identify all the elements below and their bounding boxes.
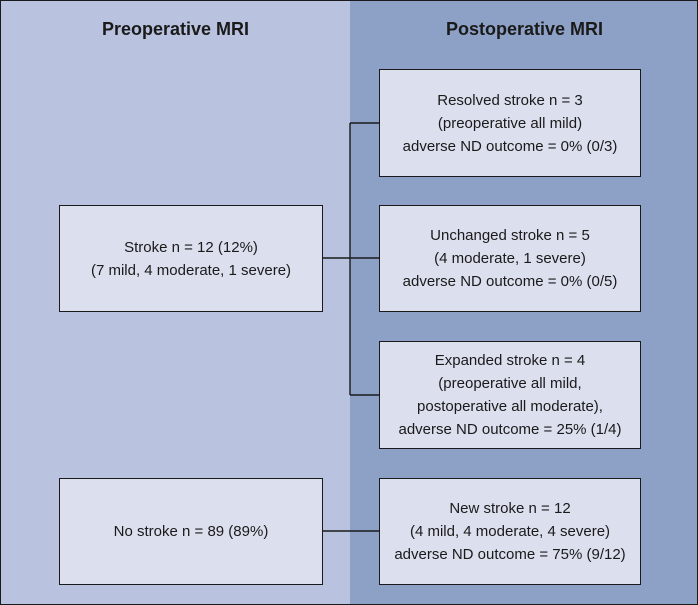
no-stroke-line-1: No stroke n = 89 (89%) [113,523,269,540]
stroke-line-1: Stroke n = 12 (12%) [124,238,258,256]
new-line-3: adverse ND outcome = 75% (9/12) [394,546,626,563]
resolved-line-3: adverse ND outcome = 0% (0/3) [402,137,618,155]
unchanged-line-1: Unchanged stroke n = 5 [430,227,590,244]
expanded-line-4: adverse ND outcome = 25% (1/4) [398,421,622,438]
expanded-line-1: Expanded stroke n = 4 [434,352,586,369]
expanded-line-2: (preoperative all mild, [438,375,582,392]
unchanged-stroke-box: Unchanged stroke n = 5 (4 moderate, 1 se… [379,205,641,312]
resolved-line-1: Resolved stroke n = 3 [437,91,583,109]
expanded-stroke-box: Expanded stroke n = 4 (preoperative all … [379,341,641,449]
no-stroke-box: No stroke n = 89 (89%) [59,478,323,585]
stroke-box: Stroke n = 12 (12%) (7 mild, 4 moderate,… [59,205,323,312]
expanded-line-3: postoperative all moderate), [417,398,603,415]
stroke-line-2: (7 mild, 4 moderate, 1 severe) [90,261,292,279]
postoperative-title: Postoperative MRI [445,19,604,39]
preoperative-title: Preoperative MRI [101,19,250,39]
resolved-stroke-box: Resolved stroke n = 3 (preoperative all … [379,69,641,177]
unchanged-line-2: (4 moderate, 1 severe) [434,250,586,267]
new-line-2: (4 mild, 4 moderate, 4 severe) [409,523,611,540]
resolved-line-2: (preoperative all mild) [437,114,583,132]
new-stroke-box: New stroke n = 12 (4 mild, 4 moderate, 4… [379,478,641,585]
unchanged-line-3: adverse ND outcome = 0% (0/5) [402,273,618,290]
new-line-1: New stroke n = 12 [449,500,571,517]
